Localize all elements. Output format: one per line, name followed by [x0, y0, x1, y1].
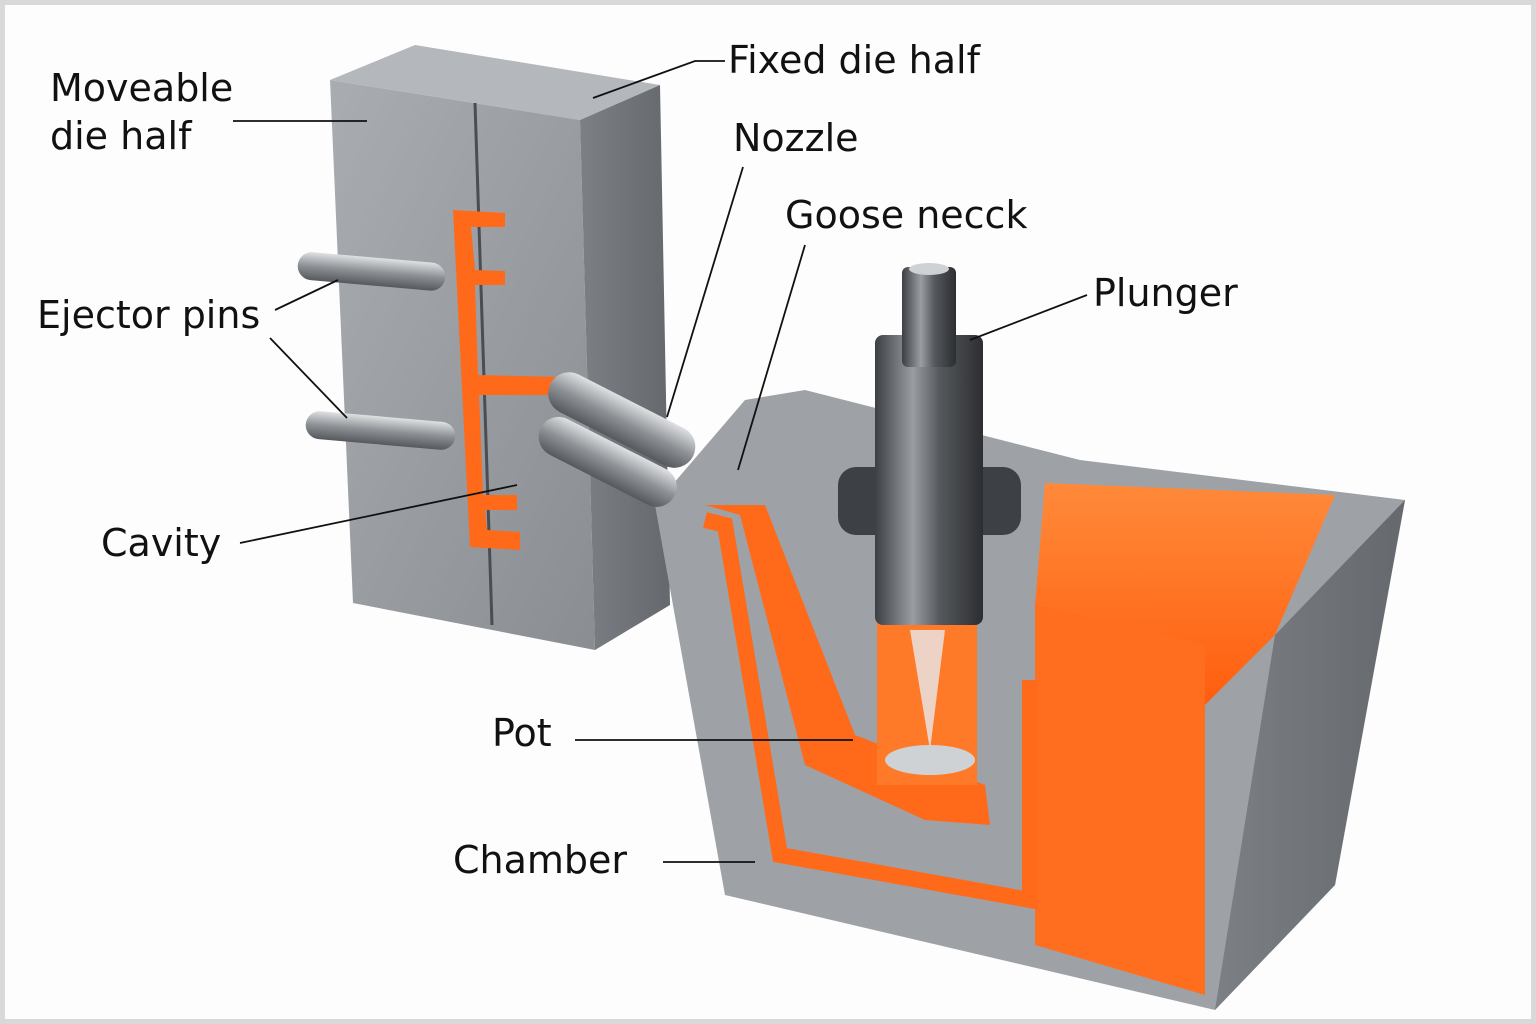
- label-moveable-line2: die half: [50, 113, 192, 158]
- label-cavity: Cavity: [101, 521, 222, 565]
- leader-cavity: [239, 484, 518, 544]
- plunger: [838, 263, 1021, 625]
- die-top-face: [330, 45, 660, 120]
- leader-lines: [233, 60, 1088, 863]
- die-casting-illustration: [233, 45, 1405, 1010]
- label-moveable-line1: Moveable: [50, 66, 234, 110]
- label-ejector-pins: Ejector pins: [37, 293, 261, 337]
- cavity-channel: [453, 210, 565, 550]
- metal-stream: [910, 630, 945, 750]
- label-goose-neck: Goose necck: [785, 193, 1028, 237]
- label-fixed-die-half: Fixed die half: [728, 38, 980, 82]
- plunger-tip: [909, 263, 949, 275]
- die-block: [330, 45, 670, 650]
- splash: [885, 745, 975, 775]
- goose-neck-channel: [705, 505, 990, 825]
- chamber-channel: [703, 512, 1038, 910]
- leader-goose-neck: [737, 244, 806, 471]
- plunger-rod: [902, 267, 956, 367]
- ejector-pin-bottom: [305, 411, 456, 450]
- nozzle-tube-top: [548, 372, 696, 468]
- die-side-face: [580, 85, 670, 650]
- pot-right-face: [1215, 500, 1405, 1010]
- leader-nozzle: [666, 166, 744, 418]
- label-nozzle: Nozzle: [733, 116, 859, 160]
- leader-fixed-die: [592, 60, 725, 99]
- label-pot: Pot: [492, 711, 552, 755]
- label-moveable-die-half: Moveable die half: [50, 65, 233, 160]
- pot: [655, 390, 1405, 1010]
- leader-ejector-top: [274, 279, 339, 311]
- leader-plunger: [969, 294, 1088, 341]
- leader-ejector-bottom: [269, 337, 348, 419]
- nozzle: [538, 372, 696, 507]
- label-chamber: Chamber: [453, 838, 628, 882]
- molten-metal-bath: [1035, 605, 1205, 995]
- nozzle-tube-bottom: [538, 416, 677, 507]
- molten-metal-surface: [1035, 483, 1335, 705]
- label-plunger: Plunger: [1093, 271, 1238, 315]
- plunger-cylinder: [875, 335, 983, 625]
